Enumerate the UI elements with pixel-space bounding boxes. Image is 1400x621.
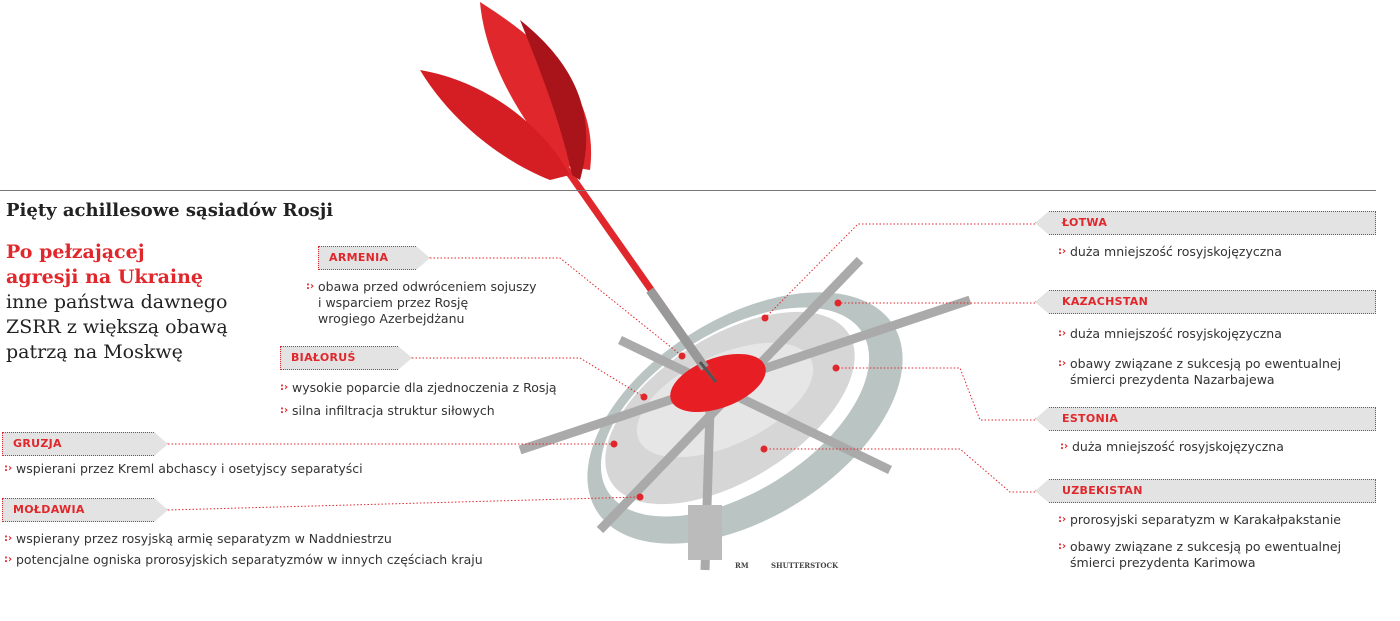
bullet-icon: :› (1058, 328, 1067, 339)
dart-icon (420, 2, 718, 383)
country-tag-gruzja: GRUZJA (2, 432, 168, 456)
bullet-icon: :› (280, 405, 289, 416)
top-rule (0, 190, 1376, 191)
list-item: :›prorosyjski separatyzm w Karakałpaksta… (1058, 512, 1342, 527)
source-credit: SHUTTERSTOCK (771, 561, 839, 570)
list-item: :›wspierani przez Kreml abchascy i osety… (4, 461, 363, 476)
lead-line: ZSRR z większą obawą (6, 316, 228, 338)
list-item: :›obawy związane z sukcesją po ewentualn… (1058, 539, 1342, 570)
list-item: :›wysokie poparcie dla zjednoczenia z Ro… (280, 380, 557, 395)
lead-highlight-line: agresji na Ukrainę (6, 266, 204, 288)
connector-lines (167, 223, 1035, 511)
bullet-icon: :› (4, 533, 13, 544)
target-board (518, 256, 972, 571)
bullet-icon: :› (1058, 246, 1067, 257)
bullet-icon: :› (1058, 514, 1067, 525)
list-item: :›duża mniejszość rosyjskojęzyczna (1060, 439, 1284, 454)
bullet-icon: :› (4, 554, 13, 565)
lead-line: inne państwa dawnego (6, 291, 228, 313)
target-points (610, 299, 842, 501)
list-item: :›obawy związane z sukcesją po ewentualn… (1058, 356, 1342, 387)
list-item: :›wspierany przez rosyjską armię separat… (4, 531, 392, 546)
country-tag-moldawia: MOŁDAWIA (2, 498, 168, 522)
infographic-title: Pięty achillesowe sąsiadów Rosji (6, 200, 334, 221)
lead-text: Po pełzającej agresji na Ukrainę inne pa… (6, 240, 286, 365)
list-item: :›duża mniejszość rosyjskojęzyczna (1058, 244, 1282, 259)
bullet-icon: :› (280, 382, 289, 393)
author-credit: RM (735, 561, 749, 570)
list-item: :›potencjalne ogniska prorosyjskich sepa… (4, 552, 483, 567)
country-tag-kazachstan: KAZACHSTAN (1035, 290, 1376, 314)
country-tag-uzbekistan: UZBEKISTAN (1035, 479, 1376, 503)
lead-highlight-line: Po pełzającej (6, 241, 145, 263)
bullet-icon: :› (1058, 358, 1067, 369)
lead-line: patrzą na Moskwę (6, 341, 183, 363)
list-item: :›duża mniejszość rosyjskojęzyczna (1058, 326, 1282, 341)
country-tag-bialorus: BIAŁORUŚ (280, 346, 412, 370)
list-item: :›silna infiltracja struktur siłowych (280, 403, 495, 418)
bullet-icon: :› (306, 281, 315, 292)
bullet-icon: :› (1060, 441, 1069, 452)
country-tag-lotwa: ŁOTWA (1035, 211, 1376, 235)
bullseye (670, 353, 766, 413)
country-tag-armenia: ARMENIA (318, 246, 430, 270)
bullet-icon: :› (4, 463, 13, 474)
bullet-icon: :› (1058, 541, 1067, 552)
country-tag-estonia: ESTONIA (1035, 407, 1376, 431)
